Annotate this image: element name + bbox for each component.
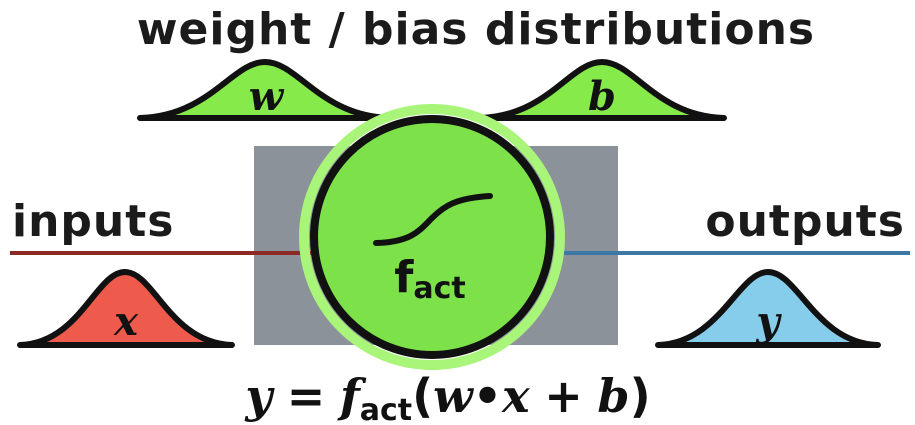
formula-b: b — [597, 369, 629, 423]
inputs-label: inputs — [12, 196, 174, 247]
formula-plus: + — [544, 369, 583, 423]
bias-symbol: b — [588, 73, 616, 120]
input-symbol: x — [113, 298, 139, 345]
output-symbol: y — [755, 298, 782, 345]
weight-symbol: w — [249, 73, 285, 120]
sigmoid-curve-icon — [373, 193, 493, 246]
formula-equals: = — [287, 369, 326, 423]
activation-label: fact — [394, 252, 466, 306]
formula-open-paren: ( — [412, 369, 433, 423]
neuron-circle — [310, 115, 554, 359]
formula-close-paren: ) — [630, 369, 651, 423]
output-distribution-curve — [655, 269, 881, 348]
formula-dot: • — [473, 369, 502, 423]
formula: y = fact(w•x + b) — [244, 369, 650, 425]
neuron-glow-ring — [299, 104, 565, 370]
activation-f: f — [394, 252, 414, 303]
input-distribution-curve — [17, 269, 235, 348]
formula-w: w — [433, 369, 474, 423]
formula-x: x — [501, 369, 530, 423]
weight-distribution-curve — [137, 59, 393, 121]
outputs-label: outputs — [705, 196, 905, 247]
activation-sub: act — [413, 271, 465, 306]
formula-lhs: y — [244, 369, 275, 423]
bias-distribution-curve — [477, 59, 727, 121]
diagram-title: weight / bias distributions — [137, 4, 815, 55]
formula-f-sub: act — [360, 393, 412, 425]
